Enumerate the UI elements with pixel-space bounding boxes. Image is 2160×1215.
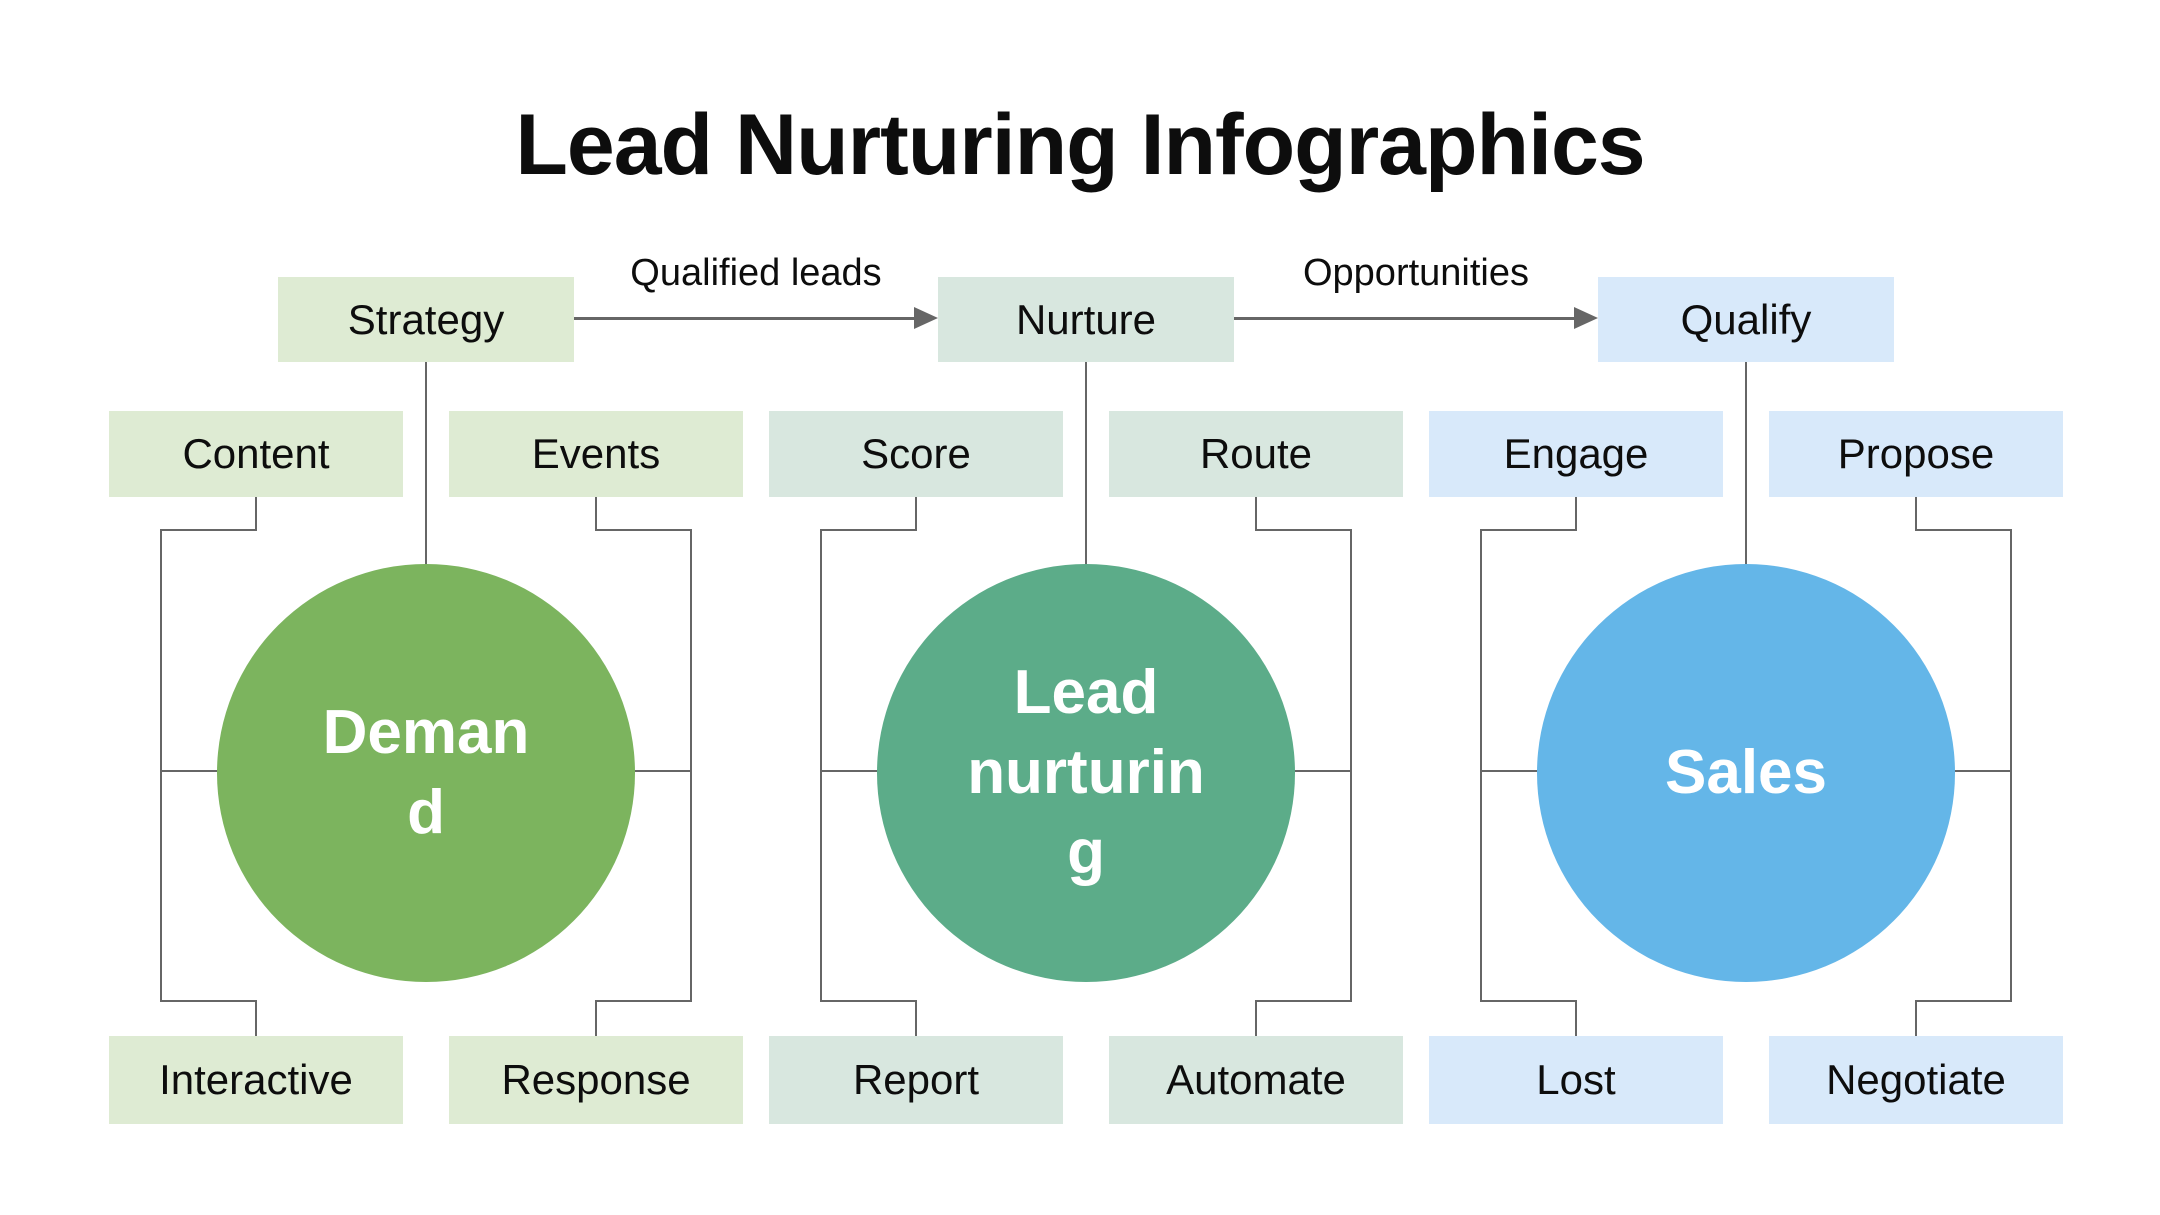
connector-stage-drop (1085, 362, 1087, 564)
connector-mid-right (1276, 770, 1352, 772)
connector-mid-left (820, 770, 896, 772)
arrow-line-nurture-to-qualify (1234, 317, 1576, 320)
satellite-label: Negotiate (1826, 1056, 2006, 1103)
connector-rail-left (1480, 529, 1482, 1002)
connector-elbow (595, 529, 692, 531)
connector-elbow (820, 529, 916, 531)
connector-rail-right (2010, 529, 2012, 1002)
satellite-box-content: Content (109, 411, 403, 497)
connector-elbow (1480, 1000, 1576, 1002)
satellite-box-interactive: Interactive (109, 1036, 403, 1124)
satellite-label: Response (501, 1056, 691, 1103)
satellite-label: Report (852, 1056, 980, 1103)
arrow-label-opportunities: Opportunities (1302, 252, 1529, 294)
connector-rail-left (160, 529, 162, 1002)
connector-drop (915, 497, 917, 531)
connector-drop (1915, 1000, 1917, 1036)
stage-box-strategy: Strategy (278, 277, 574, 362)
circle-label-line: g (1067, 818, 1105, 887)
page-title: Lead Nurturing Infographics (515, 97, 1645, 193)
connector-elbow (820, 1000, 916, 1002)
satellite-label: Score (861, 430, 971, 477)
connector-stage-drop (425, 362, 427, 564)
stage-label: Nurture (1015, 295, 1157, 343)
connector-drop (255, 1000, 257, 1036)
connector-elbow (596, 1000, 692, 1002)
satellite-label: Lost (1536, 1056, 1616, 1103)
connector-mid-left (1480, 770, 1556, 772)
connector-mid-right (1936, 770, 2012, 772)
satellite-box-events: Events (449, 411, 743, 497)
satellite-box-engage: Engage (1429, 411, 1723, 497)
connector-drop (1575, 497, 1577, 531)
connector-mid-right (616, 770, 692, 772)
connector-rail-right (690, 529, 692, 1002)
connector-drop (595, 497, 597, 531)
arrowhead-icon (1574, 307, 1598, 329)
satellite-box-automate: Automate (1109, 1036, 1403, 1124)
satellite-box-negotiate: Negotiate (1769, 1036, 2063, 1124)
connector-elbow (1255, 529, 1352, 531)
circle-sales: Sales (1537, 564, 1955, 982)
circle-label-line: nurturin (967, 738, 1205, 807)
satellite-box-report: Report (769, 1036, 1063, 1124)
connector-rail-left (820, 529, 822, 1002)
stage-box-nurture: Nurture (938, 277, 1234, 362)
arrowhead-icon (914, 307, 938, 329)
connector-elbow (1256, 1000, 1352, 1002)
satellite-label: Automate (1166, 1056, 1346, 1103)
connector-drop (255, 497, 257, 531)
satellite-label: Interactive (159, 1056, 353, 1103)
connector-elbow (160, 1000, 256, 1002)
satellite-box-route: Route (1109, 411, 1403, 497)
stage-box-qualify: Qualify (1598, 277, 1894, 362)
satellite-label: Propose (1837, 430, 1995, 477)
connector-drop (915, 1000, 917, 1036)
arrow-label-qualified-leads: Qualified leads (630, 252, 882, 294)
circle-demand: Deman d (217, 564, 635, 982)
circle-label-line: Deman (322, 698, 530, 767)
connector-elbow (160, 529, 256, 531)
satellite-box-score: Score (769, 411, 1063, 497)
connector-drop (1255, 1000, 1257, 1036)
stage-label: Strategy (347, 295, 505, 343)
satellite-box-response: Response (449, 1036, 743, 1124)
arrow-line-strategy-to-nurture (574, 317, 916, 320)
satellite-label: Route (1199, 430, 1313, 477)
connector-drop (1255, 497, 1257, 531)
connector-drop (1915, 497, 1917, 531)
satellite-label: Engage (1503, 430, 1649, 477)
circle-lead-nurturing: Lead nurturin g (877, 564, 1295, 982)
satellite-label: Content (182, 430, 330, 477)
satellite-box-lost: Lost (1429, 1036, 1723, 1124)
connector-elbow (1916, 1000, 2012, 1002)
connector-drop (1575, 1000, 1577, 1036)
connector-drop (595, 1000, 597, 1036)
connector-mid-left (160, 770, 236, 772)
connector-elbow (1915, 529, 2012, 531)
connector-elbow (1480, 529, 1576, 531)
connector-stage-drop (1745, 362, 1747, 564)
stage-label: Qualify (1680, 295, 1812, 343)
satellite-box-propose: Propose (1769, 411, 2063, 497)
circle-label-line: Sales (1664, 738, 1828, 807)
satellite-label: Events (531, 430, 661, 477)
circle-label-line: d (407, 778, 445, 847)
circle-label-line: Lead (1013, 658, 1159, 727)
connector-rail-right (1350, 529, 1352, 1002)
